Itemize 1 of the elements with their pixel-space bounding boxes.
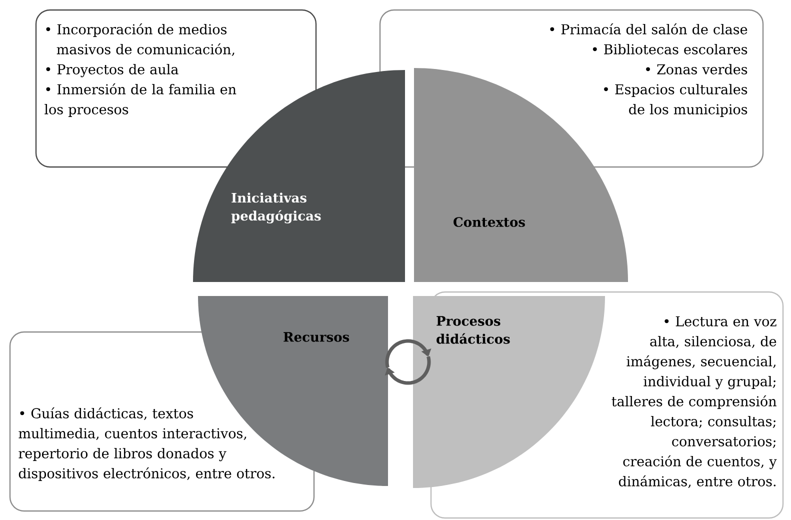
text-box: • Incorporación de medios masivos de comunicación, • Proyectos de aula • Inmersión de la familia en los procesos — [35, 9, 317, 168]
